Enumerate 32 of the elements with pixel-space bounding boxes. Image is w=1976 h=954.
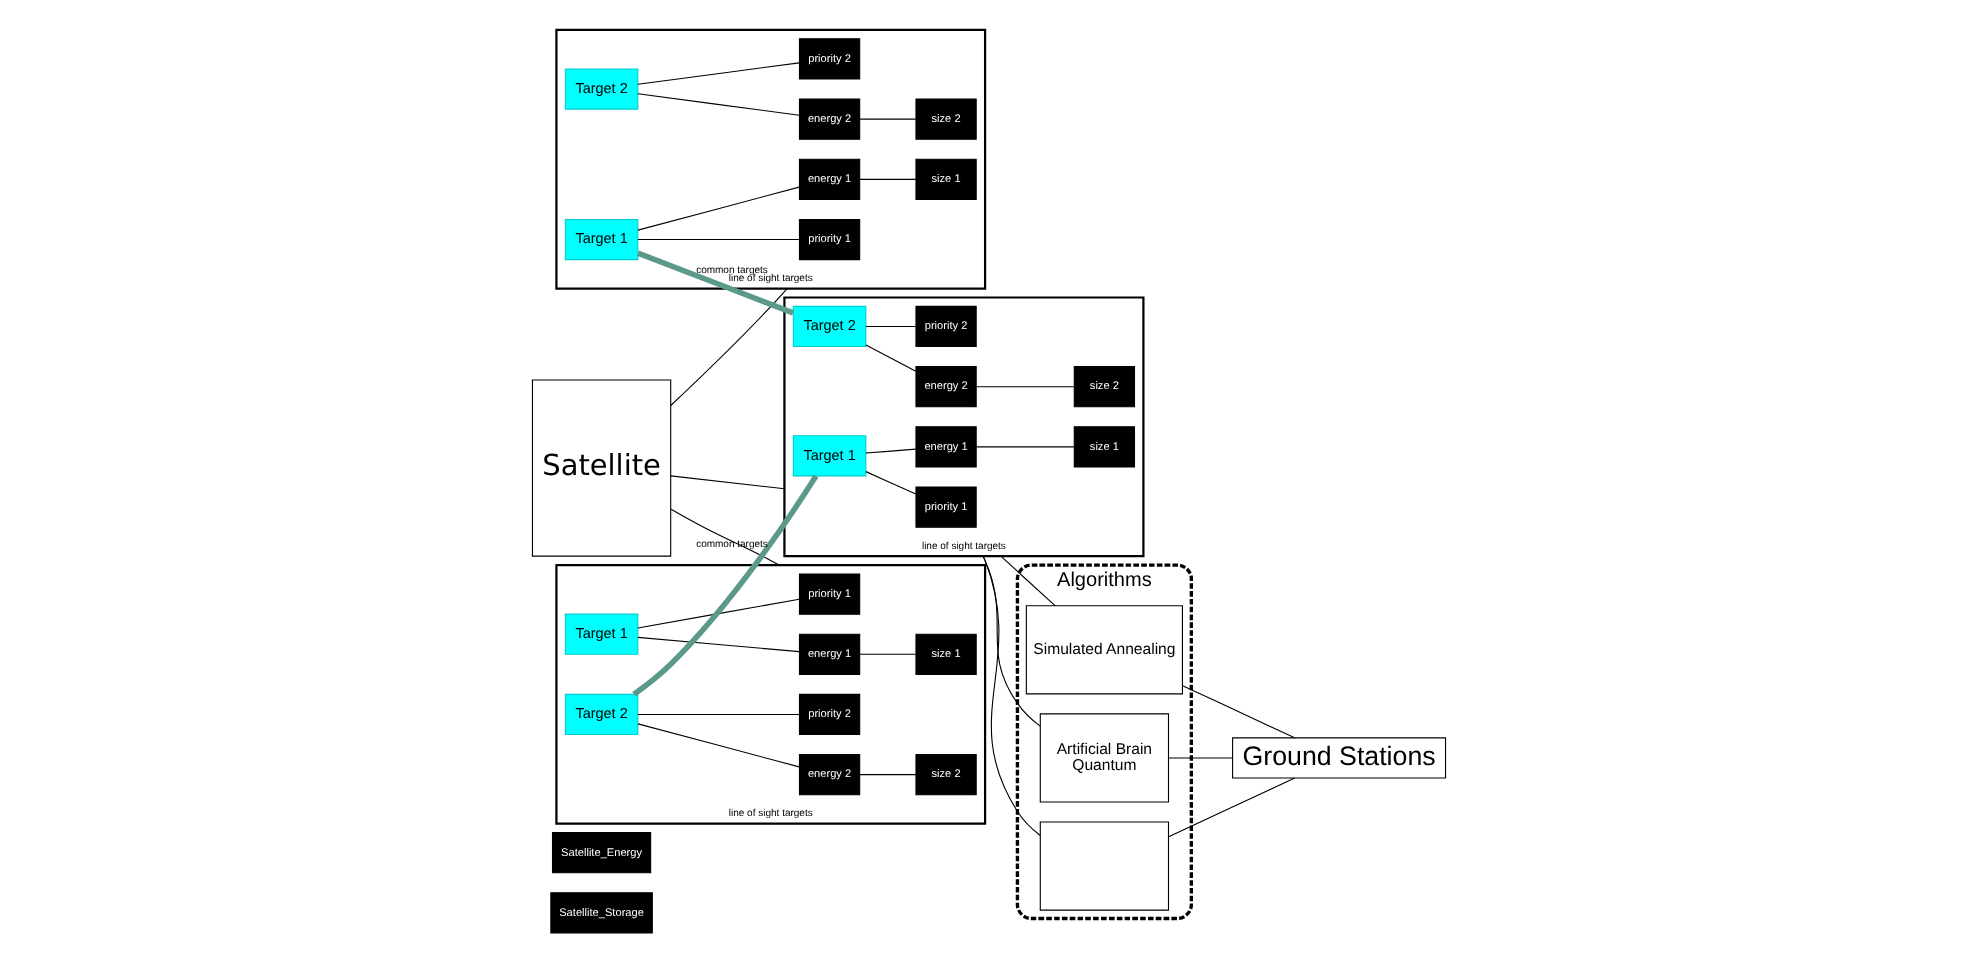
- connector: [974, 386, 1074, 388]
- connector: [669, 475, 784, 490]
- connector: [864, 325, 916, 328]
- connector: [636, 238, 799, 241]
- connector: [635, 250, 794, 316]
- connector: [636, 62, 799, 85]
- connector: [974, 446, 1074, 448]
- connector: [1167, 777, 1295, 838]
- connector: [1167, 757, 1232, 759]
- connector: [864, 471, 916, 495]
- connector: [636, 723, 799, 768]
- connector: [858, 178, 916, 180]
- connector: [858, 653, 916, 655]
- connector: [858, 118, 916, 120]
- node-box: Satellite: [530, 379, 671, 557]
- connector: [636, 636, 799, 653]
- connector: [636, 713, 799, 716]
- connector: [981, 555, 1040, 727]
- connector: [669, 508, 779, 566]
- connector: [864, 344, 916, 372]
- node-box: [1038, 821, 1169, 911]
- connector: [864, 448, 916, 454]
- connector: [981, 555, 1040, 836]
- connector: [631, 474, 818, 697]
- connector: [999, 555, 1055, 607]
- connector: [636, 598, 799, 629]
- connector: [669, 288, 787, 407]
- connector: [858, 774, 916, 776]
- connector: [1181, 685, 1295, 739]
- connector: [636, 93, 799, 116]
- connector: [636, 186, 799, 231]
- node-box: Ground Stations: [1231, 737, 1446, 779]
